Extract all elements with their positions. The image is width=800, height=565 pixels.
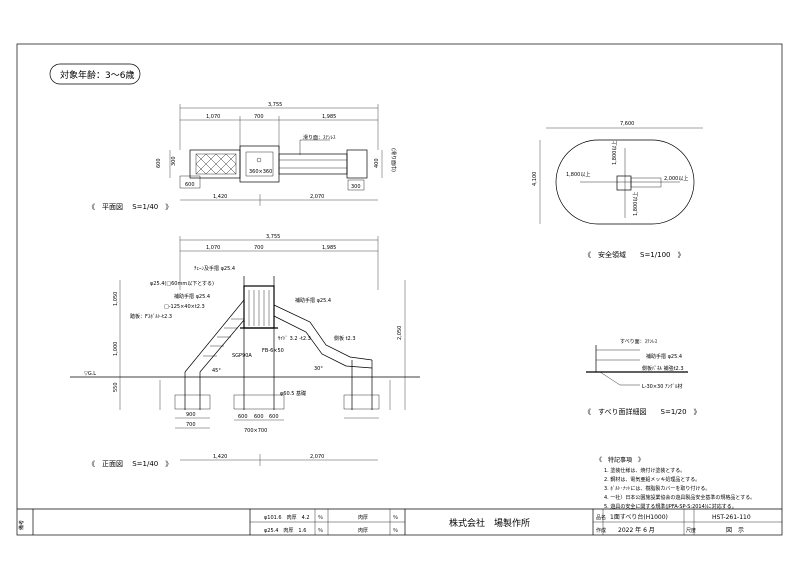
front-dim-3: 1,985	[322, 245, 336, 251]
title-row2-unit2: ％	[393, 528, 398, 534]
plan-height-label: (滑り面巾)	[390, 148, 397, 172]
sheet-border	[16, 43, 783, 536]
safety-height: 4,100	[532, 172, 538, 186]
title-row2-spec: φ25.4 肉厚 1.6	[264, 527, 306, 534]
title-name-value: 1面すべり台(H1000)	[610, 513, 668, 521]
plan-view: 3,755 1,070 700 1,985 360×360 滑り面：ｽﾃﾝﾚｽ	[88, 102, 397, 211]
detail-note-surface: すべり面：ｽﾃﾝﾚｽ	[620, 339, 658, 345]
safety-zone-caption: 《 安全領域 S=1/100 》	[584, 250, 684, 259]
plan-lower-600: 600	[185, 182, 195, 188]
title-row2-label2: 肉厚	[358, 527, 368, 534]
front-h2: 1,000	[113, 342, 119, 356]
plan-side-600: 600	[156, 158, 162, 168]
plan-side-300: 300	[171, 156, 177, 166]
front-f5: 600	[269, 414, 279, 420]
front-dim-total: 3,755	[266, 234, 280, 240]
title-row1-spec: φ101.6 肉厚 4.2	[264, 514, 310, 521]
front-f1: 900	[186, 412, 196, 418]
plan-slide-surface-note: 滑り面：ｽﾃﾝﾚｽ	[303, 134, 336, 141]
detail-note-rail: 補助手摺 φ25.4	[646, 353, 682, 360]
plan-right-300: 300	[351, 184, 361, 190]
front-note-side: ｻｲﾄﾞ 3.2 -t2.3	[278, 335, 311, 342]
safety-top: 1,800以上	[611, 141, 618, 165]
front-note-handrail-top: ﾁｪｰﾝ及手摺 φ25.4	[194, 265, 235, 272]
front-dim-2: 700	[254, 245, 264, 251]
front-note-foundation: φ60.5 基礎	[280, 390, 306, 397]
safety-zone: 7,600 4,100 1,800以上 1,800以上 2,000以上 1,80…	[532, 121, 703, 259]
title-row1-label2: 肉厚	[358, 514, 368, 521]
front-bottom-1: 1,420	[213, 454, 227, 460]
target-age-badge: 対象年齢：3～6歳	[49, 63, 141, 85]
front-note-pipe-a: SGP90A	[232, 353, 252, 359]
front-note-stair: 踏板：Fｽﾎﾞﾙﾄ-t2.3	[130, 313, 172, 320]
title-remarks-label: 備考	[18, 520, 25, 530]
target-age-text: 対象年齢：3～6歳	[60, 69, 134, 81]
front-f4: 600	[254, 414, 264, 420]
title-scale-label: 尺度	[686, 527, 696, 534]
front-note-post: □-125×40×t2.3	[164, 304, 205, 310]
remarks: 《 特記事項 》 1. 塗装仕様は、焼付け塗装とする。 2. 鋼材は、電気亜鉛メ…	[596, 456, 755, 510]
front-h-total: 2,050	[397, 326, 403, 340]
remarks-item-4: 4. 一社）日本公園施設業協会の遊具製品安全基準の規格品とする。	[604, 494, 755, 501]
detail-caption: 《 すべり面詳細図 S=1/20 》	[584, 407, 701, 416]
front-note-angle-45: 45°	[212, 368, 221, 374]
remarks-item-2: 2. 鋼材は、電気亜鉛メッキ処理品とする。	[604, 476, 700, 483]
title-company: 株式会社 場製作所	[449, 517, 530, 529]
remarks-item-3: 3. ﾎﾞﾙﾄ･ﾅｯﾄには、樹脂製カバーを取り付ける。	[604, 485, 710, 492]
plan-dim-2: 700	[254, 114, 264, 120]
plan-view-caption: 《 平面図 S=1/40 》	[88, 203, 172, 211]
front-f2: 700	[186, 422, 196, 428]
plan-dim-1: 1,070	[206, 114, 220, 120]
plan-dim-3: 1,985	[322, 114, 336, 120]
safety-bottom: 1,800以上	[632, 192, 639, 216]
front-h1: 1,050	[113, 292, 119, 306]
plan-right-400: 400	[374, 158, 380, 168]
title-row1-unit2: ％	[393, 515, 398, 521]
front-view-caption: 《 正面図 S=1/40 》	[88, 460, 172, 468]
front-f6: 700×700	[244, 428, 267, 434]
plan-bottom-2: 2,070	[310, 194, 324, 200]
remarks-item-1: 1. 塗装仕様は、焼付け塗装とする。	[604, 467, 685, 474]
plan-platform-label: 360×360	[249, 169, 272, 175]
front-dim-1: 1,070	[206, 245, 220, 251]
title-date-value: 2022 年 6 月	[618, 526, 655, 534]
detail-note-lchannel: L-30×30 ｱﾝｸﾞﾙ材	[642, 383, 683, 390]
plan-bottom-1: 1,420	[213, 194, 227, 200]
safety-right: 2,000以上	[664, 175, 688, 182]
title-row2-unit1: ％	[318, 528, 323, 534]
front-view: 3,755 1,070 700 1,985 1,050 1,000 550 2,…	[70, 234, 420, 468]
slide-detail: すべり面：ｽﾃﾝﾚｽ 補助手摺 φ25.4 側板ﾊﾟﾈﾙ 補強t2.3 L-30…	[584, 339, 701, 416]
title-date-label: 作成	[596, 527, 606, 534]
front-note-angle-30: 30°	[314, 366, 323, 372]
title-name-label: 品名	[596, 514, 606, 521]
safety-left: 1,800以上	[566, 171, 590, 178]
front-h3: 550	[113, 382, 119, 392]
remarks-item-5: 5. 遊具の安全に関する規準(JPFA-SP-S:2014)に対応する。	[604, 503, 737, 510]
title-scale-value: 図 示	[726, 527, 744, 534]
remarks-title: 《 特記事項 》	[596, 456, 644, 464]
front-note-fb: FB-6×50	[262, 348, 284, 354]
front-bottom-2: 2,070	[310, 454, 324, 460]
front-f3: 600	[238, 414, 248, 420]
title-row1-unit1: ％	[318, 515, 323, 521]
title-block: 備考 φ101.6 肉厚 4.2 ％ 肉厚 ％ φ25.4 肉厚 1.6 ％ 肉…	[17, 508, 782, 535]
front-note-pipe: φ25.4(□60mm以下とする)	[150, 281, 214, 287]
detail-note-side: 側板ﾊﾟﾈﾙ 補強t2.3	[642, 365, 684, 372]
front-note-aux-rail: 補助手摺 φ25.4	[174, 293, 210, 300]
plan-dim-total: 3,755	[268, 102, 282, 108]
front-gl-label: ▽G.L	[84, 371, 96, 377]
front-note-side-2: 側板 t2.3	[334, 335, 356, 342]
front-note-aux-rail-2: 補助手摺 φ25.4	[295, 297, 331, 304]
title-drawing-no: HST-261-110	[712, 514, 751, 521]
safety-width: 7,600	[620, 121, 634, 127]
